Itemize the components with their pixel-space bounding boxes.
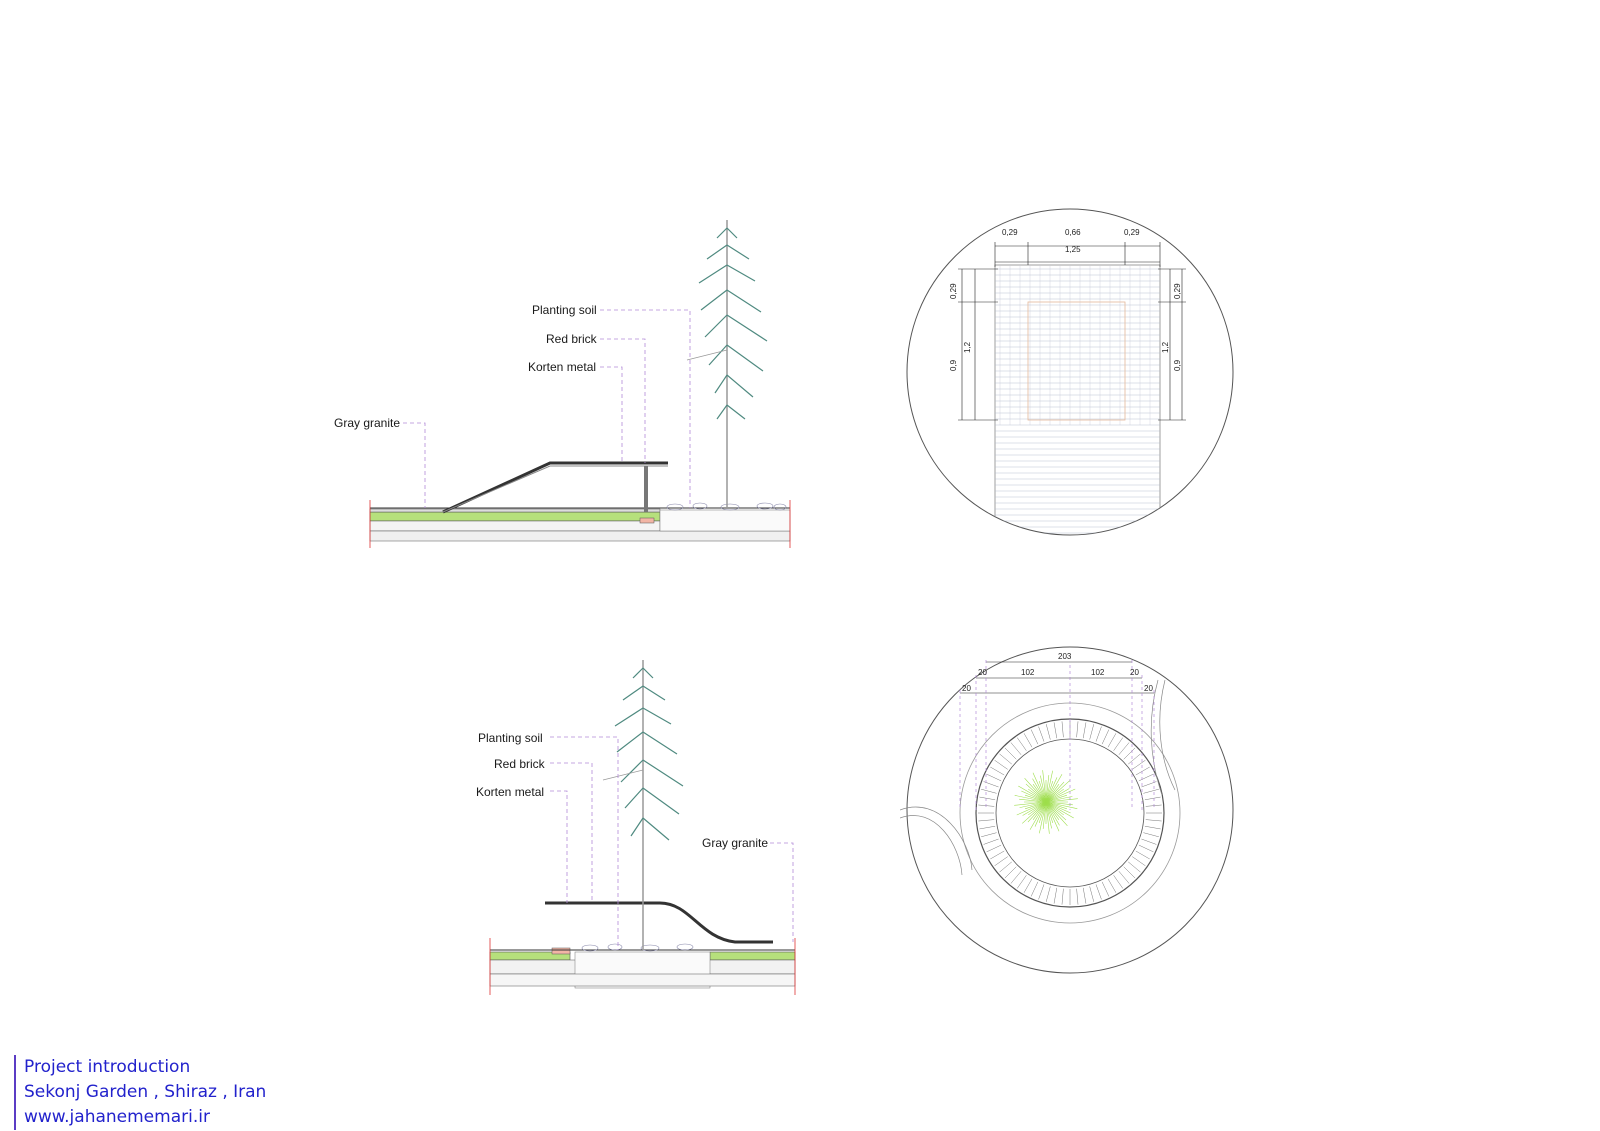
dimension-lines <box>958 242 1186 421</box>
label-planting-soil: Planting soil <box>478 731 543 745</box>
plan-top-drawing: 0,29 0,66 0,29 1,25 0,29 1,2 0,9 0,29 1,… <box>906 208 1234 536</box>
dim-right-total: 1,2 <box>1161 341 1170 353</box>
dim-right-outer: 20 <box>1144 684 1153 693</box>
leader-lines <box>403 309 691 508</box>
label-gray-granite: Gray granite <box>334 416 401 430</box>
paving-grid <box>994 264 1161 535</box>
section-bottom-drawing <box>489 660 796 995</box>
dim-left-half: 102 <box>1021 668 1035 677</box>
dim-left-total: 1,2 <box>963 341 972 353</box>
leader-lines <box>550 736 794 950</box>
footer-location: Sekonj Garden , Shiraz , Iran <box>24 1082 267 1102</box>
dim-top-right: 0,29 <box>1124 228 1140 237</box>
plan-top: 0,29 0,66 0,29 1,25 0,29 1,2 0,9 0,29 1,… <box>900 205 1240 545</box>
grass-tuft <box>1014 770 1078 834</box>
bench-slats <box>978 721 1162 905</box>
korten-bench <box>545 901 773 944</box>
plan-bottom-drawing: 203 102 102 20 20 20 20 <box>899 646 1234 974</box>
project-footer: Project introduction Sekonj Garden , Shi… <box>14 1055 266 1130</box>
dim-right-lower: 0,9 <box>1173 359 1182 371</box>
dim-left-lower: 0,9 <box>949 359 958 371</box>
dim-left-upper: 0,29 <box>949 283 958 299</box>
footer-title: Project introduction <box>24 1057 191 1077</box>
dim-right-upper: 0,29 <box>1173 283 1182 299</box>
dim-right-inner: 20 <box>1130 668 1139 677</box>
dim-left-inner: 20 <box>978 668 987 677</box>
footer-website: www.jahanememari.ir <box>24 1107 210 1127</box>
label-gray-granite: Gray granite <box>702 836 769 850</box>
dimension-lines <box>960 661 1154 694</box>
conifer-tree <box>686 220 768 508</box>
ground-layers <box>489 938 796 995</box>
dim-top-mid: 0,66 <box>1065 228 1081 237</box>
dim-right-half: 102 <box>1091 668 1105 677</box>
pebbles <box>666 502 787 511</box>
label-red-brick: Red brick <box>546 332 597 346</box>
pebbles <box>581 943 694 952</box>
dim-extension-lines <box>959 660 1155 810</box>
section-top: Planting soil Red brick Korten metal Gra… <box>0 0 820 560</box>
section-top-drawing <box>369 220 791 548</box>
korten-bench <box>442 461 668 514</box>
label-red-brick: Red brick <box>494 757 545 771</box>
dim-total: 203 <box>1058 652 1072 661</box>
label-planting-soil: Planting soil <box>532 303 597 317</box>
dim-top-left: 0,29 <box>1002 228 1018 237</box>
dim-top-total: 1,25 <box>1065 245 1081 254</box>
section-bottom: Planting soil Red brick Korten metal Gra… <box>0 620 820 1020</box>
dim-left-outer: 20 <box>962 684 971 693</box>
ground-layers <box>369 500 791 548</box>
conifer-tree <box>602 660 684 950</box>
label-korten-metal: Korten metal <box>476 785 545 799</box>
label-korten-metal: Korten metal <box>528 360 597 374</box>
plan-bottom: 203 102 102 20 20 20 20 <box>899 640 1240 980</box>
